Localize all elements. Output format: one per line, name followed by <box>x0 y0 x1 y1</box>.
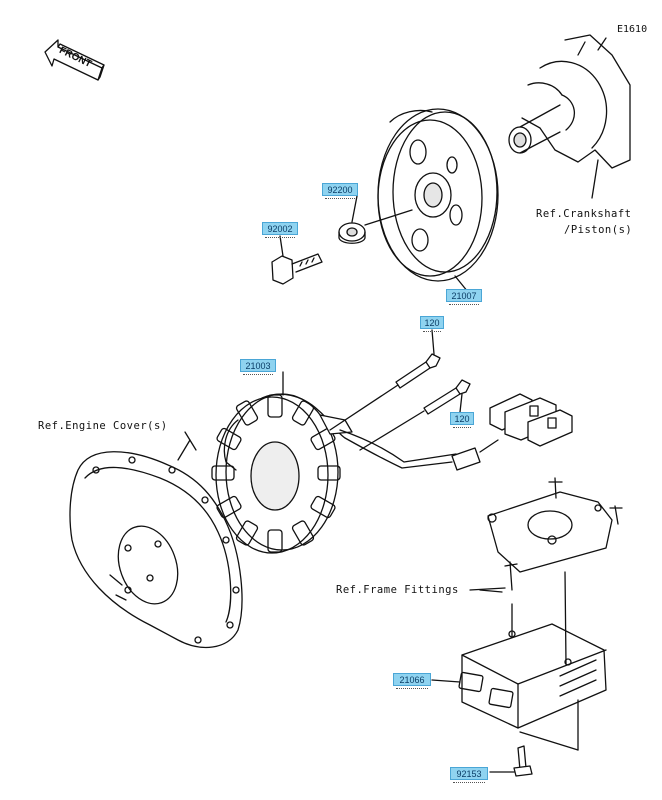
regulator-rectifier-part <box>431 571 607 751</box>
part-number-tag-92153[interactable]: 92153 <box>450 767 488 783</box>
part-number-tag-120-lower[interactable]: 120 <box>450 412 474 428</box>
part-number-tag-21066[interactable]: 21066 <box>393 673 431 689</box>
wire-connector-part <box>489 393 573 447</box>
part-number-tag-21007[interactable]: 21007 <box>446 289 482 305</box>
front-arrow-icon <box>44 39 105 81</box>
washer-part <box>338 195 413 244</box>
stator-bolt-upper-part <box>329 329 441 431</box>
ref-crankshaft-label: Ref.Crankshaft <box>536 208 632 220</box>
diagram-code: E1610 <box>617 24 648 35</box>
part-number-tag-120-upper[interactable]: 120 <box>420 316 444 332</box>
engine-cover-ref-part <box>69 439 243 649</box>
frame-fitting-ref-part <box>469 477 623 591</box>
part-number-tag-92002[interactable]: 92002 <box>262 222 298 238</box>
flywheel-bolt-part <box>271 235 323 285</box>
rotor-flywheel-part <box>377 108 499 293</box>
part-number-tag-92200[interactable]: 92200 <box>322 183 358 199</box>
ref-engine-cover-label: Ref.Engine Cover(s) <box>38 420 168 432</box>
stator-wiring-harness <box>261 393 499 471</box>
regulator-screw-part <box>489 745 533 777</box>
part-number-tag-21003[interactable]: 21003 <box>240 359 276 375</box>
stator-part <box>211 371 341 554</box>
crankshaft-ref-part <box>508 34 631 199</box>
ref-frame-fittings-label: Ref.Frame Fittings <box>336 584 459 596</box>
ref-piston-label: /Piston(s) <box>564 224 633 236</box>
stator-bolt-lower-part <box>359 379 471 451</box>
